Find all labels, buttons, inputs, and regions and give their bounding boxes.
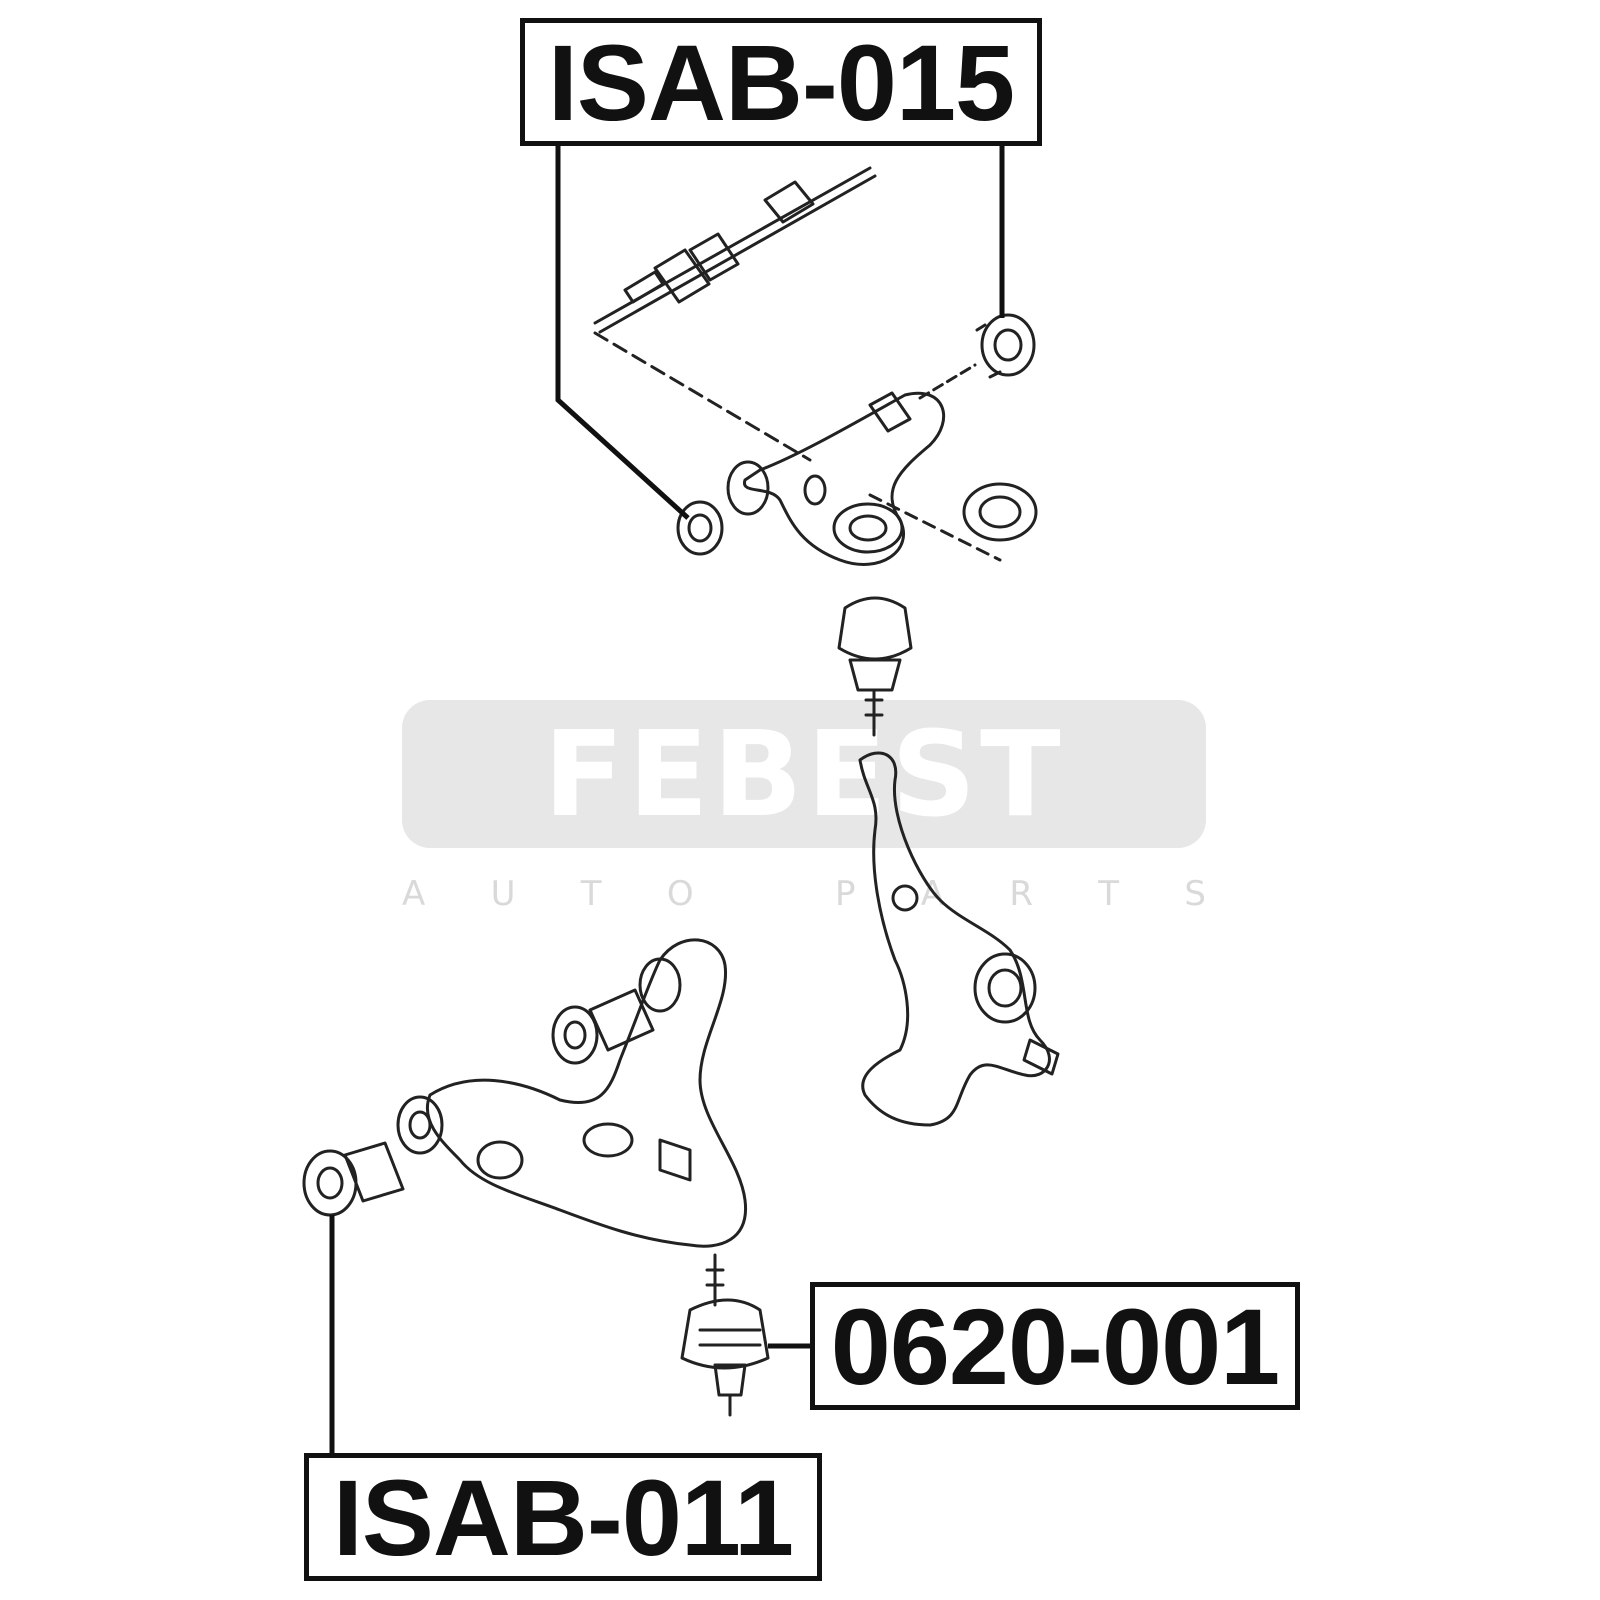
watermark-letter: O: [666, 874, 694, 914]
upper-control-arm: [726, 391, 946, 566]
watermark-logo: FEBEST: [402, 700, 1206, 848]
assembly-line: [918, 363, 977, 400]
part-number-text: ISAB-011: [332, 1456, 794, 1578]
part-number-label-isab-015: ISAB-015: [520, 18, 1042, 146]
part-number-label-isab-011: ISAB-011: [304, 1453, 822, 1581]
watermark-letter: U: [490, 874, 516, 914]
watermark-letter: T: [1098, 874, 1120, 914]
lower-bushing-isab-011: [302, 1141, 405, 1217]
lower-bushing-front-pair: [396, 1095, 444, 1155]
upper-bushing-front: [676, 500, 724, 556]
lower-ball-joint: [680, 1253, 770, 1417]
watermark-letter: A: [402, 874, 426, 914]
watermark-brand: FEBEST: [543, 705, 1065, 843]
steering-knuckle: [858, 751, 1060, 1127]
upper-bushing-rear: [975, 313, 1036, 379]
part-number-label-0620-001: 0620-001: [810, 1282, 1300, 1410]
upper-seal-ring: [962, 482, 1038, 542]
watermark-letter: S: [1184, 874, 1206, 914]
upper-ball-joint: [837, 596, 913, 737]
part-number-text: ISAB-015: [547, 21, 1015, 143]
part-number-text: 0620-001: [830, 1285, 1280, 1407]
lower-bushing-upper-pair: [551, 957, 682, 1065]
watermark-letter: T: [580, 874, 602, 914]
upper-arm-shaft: [593, 166, 877, 334]
watermark-letter: P: [835, 874, 856, 914]
leader-line-isab-015-left: [555, 146, 690, 520]
watermark-letter: R: [1009, 874, 1033, 914]
assembly-line: [593, 331, 812, 462]
assembly-line: [868, 493, 1002, 562]
lower-control-arm: [425, 938, 748, 1248]
